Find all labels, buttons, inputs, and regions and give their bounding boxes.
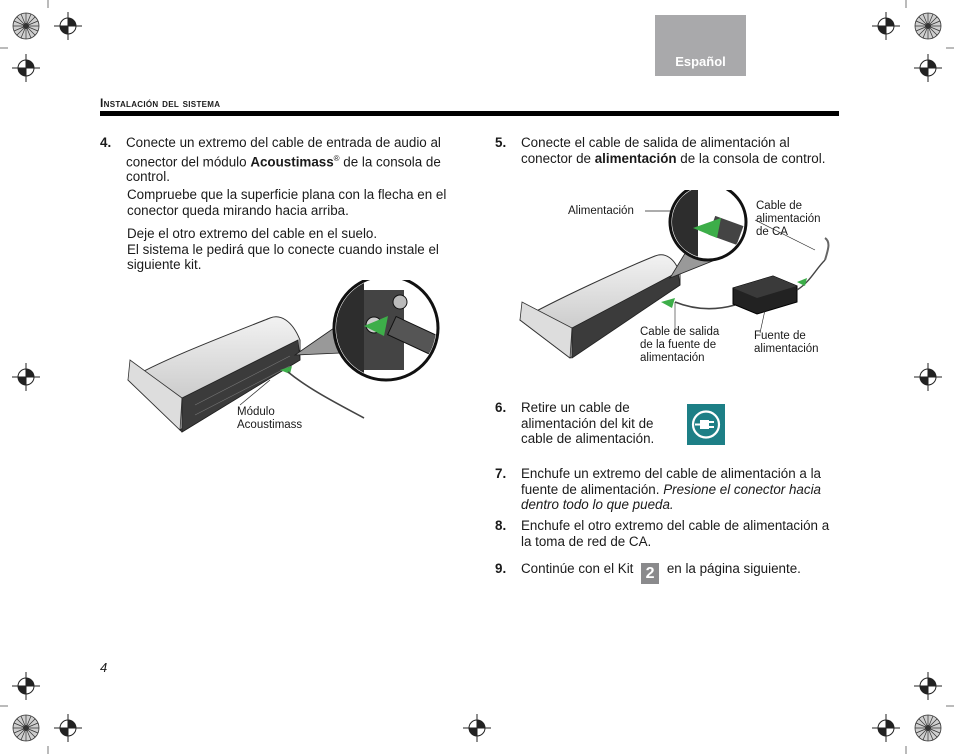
- step-5-text: Conecte el cable de salida de alimentaci…: [521, 135, 826, 166]
- step-6-text: Retire un cable de alimentación del kit …: [521, 400, 655, 446]
- step-number: 7.: [495, 466, 507, 481]
- step-9-text: Continúe con el Kit 2 en la página sigui…: [521, 561, 801, 584]
- page-number: 4: [100, 660, 108, 675]
- green-arrow-icon: [693, 218, 721, 238]
- arrow-icon: [797, 278, 807, 286]
- console-acoustimass-figure: [127, 280, 440, 433]
- step-4-text: Conecte un extremo del cable de entrada …: [126, 135, 441, 185]
- corner-star-mark-bottom-left: [12, 714, 40, 742]
- console-back-panel: [181, 339, 301, 433]
- section-title: Instalación del sistema: [100, 96, 221, 110]
- power-plug-icon: [687, 404, 725, 445]
- console-back-panel: [571, 271, 681, 359]
- corner-star-mark-top-left: [12, 12, 40, 40]
- power-connector-callout: Alimentación: [568, 205, 634, 217]
- kit-number-badge: 2: [641, 563, 660, 584]
- step-4-note-flat-side: Compruebe que la superficie plana con la…: [127, 187, 447, 218]
- corner-star-mark-top-right: [914, 12, 942, 40]
- step-number: 6.: [495, 400, 507, 415]
- language-tab[interactable]: Español: [655, 15, 746, 76]
- corner-star-mark-bottom-right: [914, 714, 942, 742]
- step-8-text: Enchufe el otro extremo del cable de ali…: [521, 518, 830, 549]
- console-power-figure: [519, 190, 830, 359]
- ac-cable-callout: Cable de alimentación de CA: [756, 200, 821, 238]
- power-output-cable: [674, 301, 736, 310]
- audio-cable: [287, 371, 365, 419]
- section-divider: [100, 111, 839, 116]
- step-number: 9.: [495, 561, 507, 576]
- arrow-icon: [661, 298, 675, 308]
- step-number: 5.: [495, 135, 507, 150]
- step-number: 8.: [495, 518, 507, 533]
- acoustimass-module-callout: Módulo Acoustimass: [237, 406, 303, 431]
- step-4-note-leave-cable: Deje el otro extremo del cable en el sue…: [127, 226, 439, 272]
- output-cable-callout: Cable de salida de la fuente de alimenta…: [640, 326, 720, 364]
- step-number: 4.: [100, 135, 112, 150]
- power-supply-callout: Fuente de alimentación: [754, 330, 819, 355]
- green-arrow-icon: [364, 316, 388, 336]
- step-7-text: Enchufe un extremo del cable de alimenta…: [521, 466, 821, 512]
